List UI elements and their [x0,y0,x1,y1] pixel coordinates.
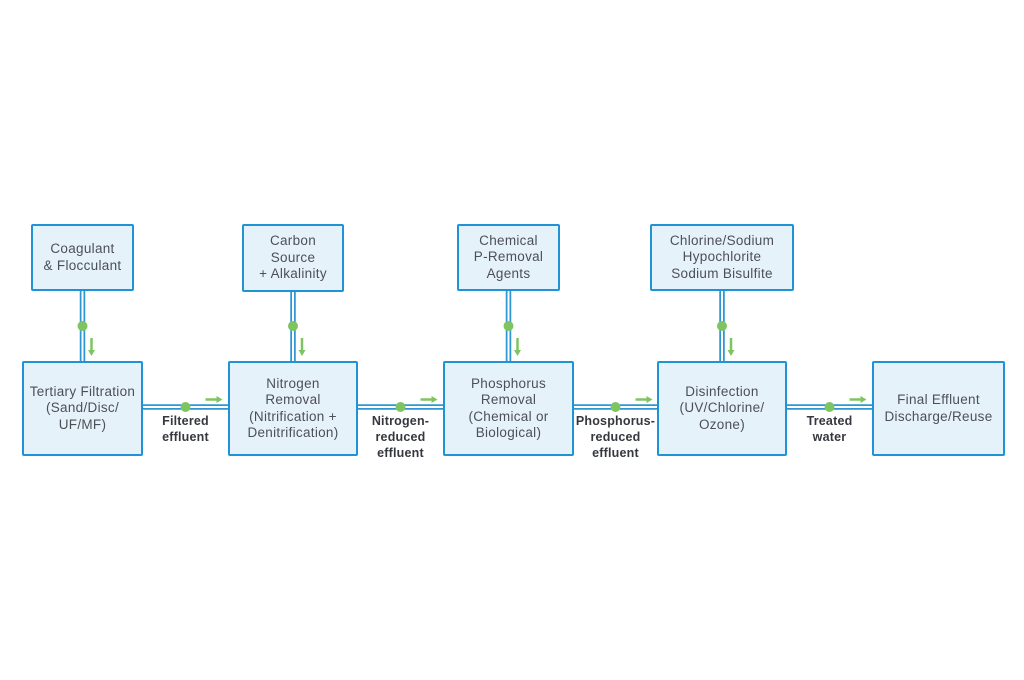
junction-dot-icon [503,321,514,331]
input-box-label: Coagulant & Flocculant [43,241,122,273]
connector-carbon-to-nitrogen [288,290,306,362]
process-box-label: Phosphorus Removal (Chemical or Biologic… [468,375,549,440]
flow-label-phosphorus-reduced-effluent: Phosphorus- reduced effluent [575,414,656,460]
flow-arrow-icon [420,396,438,403]
flow-arrow-icon [514,338,521,356]
flow-arrow-icon [849,396,867,403]
flow-label-filtered-effluent: Filtered effluent [162,414,209,444]
connector-nitrogen-to-phosphorus [357,396,444,412]
process-box-disinfection: Disinfection (UV/Chlorine/ Ozone) [657,361,787,456]
flow-arrow-icon [635,396,653,403]
process-box-label: Disinfection (UV/Chlorine/ Ozone) [679,383,765,432]
process-box-tertiary-filtration: Tertiary Filtration (Sand/Disc/ UF/MF) [22,361,143,456]
junction-dot-icon [77,321,88,331]
input-box-label: Chemical P-Removal Agents [473,232,544,281]
connector-disinfection-to-final [786,396,873,412]
input-box-carbon-source-alkalinity: Carbon Source + Alkalinity [242,224,344,292]
input-box-label: Chlorine/Sodium Hypochlorite Sodium Bisu… [669,232,775,281]
input-box-label: Carbon Source + Alkalinity [259,233,327,282]
process-box-final-effluent: Final Effluent Discharge/Reuse [872,361,1005,456]
junction-dot-icon [717,321,727,331]
process-box-label: Nitrogen Removal (Nitrification + Denitr… [247,375,339,440]
junction-dot-icon [824,402,835,412]
flow-arrow-icon [205,396,223,403]
process-box-phosphorus-removal: Phosphorus Removal (Chemical or Biologic… [443,361,574,456]
junction-dot-icon [180,402,191,412]
connector-phosphorus-to-disinfection [573,396,658,412]
connector-tertiary-to-nitrogen [142,396,229,412]
connector-chemical-to-phosphorus [503,290,521,362]
process-box-nitrogen-removal: Nitrogen Removal (Nitrification + Denitr… [228,361,358,456]
flow-label-nitrogen-reduced-effluent: Nitrogen- reduced effluent [371,414,430,460]
junction-dot-icon [395,402,406,412]
input-box-chemical-p-removal-agents: Chemical P-Removal Agents [457,224,560,291]
connector-chlorine-to-disinfection [717,290,735,362]
input-box-coagulant-flocculant: Coagulant & Flocculant [31,224,134,291]
junction-dot-icon [288,321,298,331]
flow-arrow-icon [88,338,95,356]
connector-coagulant-to-tertiary [77,290,95,362]
flow-arrow-icon [727,338,735,356]
process-box-label: Final Effluent Discharge/Reuse [884,392,993,424]
flow-label-treated-water: Treated water [806,414,853,444]
junction-dot-icon [610,402,621,412]
process-box-label: Tertiary Filtration (Sand/Disc/ UF/MF) [29,383,136,432]
input-box-chlorine-sodium-hypochlorite: Chlorine/Sodium Hypochlorite Sodium Bisu… [650,224,794,291]
flow-arrow-icon [298,338,306,356]
